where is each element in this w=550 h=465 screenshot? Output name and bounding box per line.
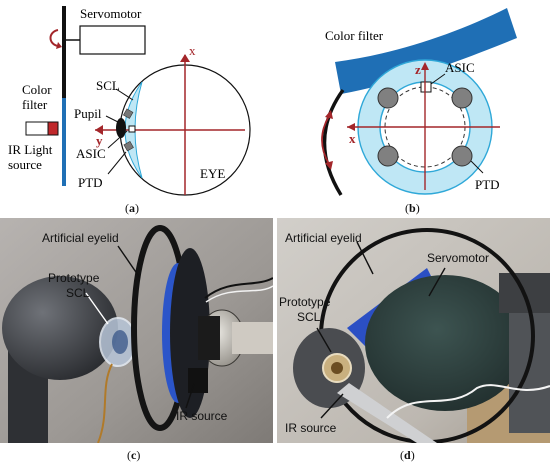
- ptd-sensor-tr: [451, 87, 473, 109]
- caption-a-open: (: [125, 201, 129, 215]
- servomotor-disk: [365, 275, 525, 411]
- eye-label: EYE: [200, 166, 225, 181]
- panel-a-diagram: Servomotor Color filter IR Light source …: [8, 6, 251, 196]
- ptd-label: PTD: [475, 177, 500, 192]
- color-filter-label-1: Color: [22, 82, 52, 97]
- ir-source-mount: [188, 368, 208, 393]
- panel-b-diagram: Color filter z x ASIC PTD: [321, 8, 517, 196]
- rotation-arrow-icon: [49, 29, 59, 47]
- axis-x-label: x: [349, 131, 356, 146]
- prototype-label-2: SCL: [297, 310, 321, 324]
- color-filter-band: [335, 8, 517, 94]
- prototype-label-1: Prototype: [279, 295, 331, 309]
- ptd-label: PTD: [78, 175, 103, 190]
- scl-label: SCL: [96, 78, 120, 93]
- caption-a: (a): [125, 201, 139, 215]
- caption-d-close: ): [410, 448, 415, 462]
- caption-c-open: (: [127, 448, 131, 462]
- axis-z-label: z: [415, 62, 421, 77]
- caption-b-letter: b: [409, 201, 416, 215]
- color-filter-label: Color filter: [325, 28, 384, 43]
- caption-d-open: (: [400, 448, 404, 462]
- ir-light-label-2: source: [8, 157, 42, 172]
- axis-y-label: y: [96, 133, 103, 148]
- rotation-arrow-icon: [321, 115, 330, 165]
- caption-d: (d): [400, 448, 415, 462]
- ptd-sensor-br: [451, 145, 473, 167]
- ptd-sensor-tl: [377, 87, 399, 109]
- metal-rod: [337, 383, 437, 443]
- ir-source-emitter: [47, 121, 59, 136]
- caption-a-close: ): [135, 201, 139, 215]
- ir-source-label: IR source: [176, 409, 228, 423]
- pupil-label: Pupil: [74, 106, 102, 121]
- prototype-label-2: SCL: [66, 286, 90, 300]
- artificial-eyelid-label: Artificial eyelid: [285, 231, 362, 245]
- axis-x-label: x: [189, 43, 196, 58]
- prototype-label-1: Prototype: [48, 271, 100, 285]
- caption-c: (c): [127, 448, 140, 462]
- ir-source-box: [25, 121, 49, 136]
- servomotor-label: Servomotor: [427, 251, 489, 265]
- filter-edge-arc: [322, 88, 345, 196]
- ptd-sensor-bl: [377, 145, 399, 167]
- caption-b: (b): [405, 201, 420, 215]
- caption-b-open: (: [405, 201, 409, 215]
- caption-c-letter: c: [131, 448, 137, 462]
- ir-light-label-1: IR Light: [8, 142, 53, 157]
- photo-d: Artificial eyelid Servomotor Prototype S…: [277, 218, 550, 443]
- caption-b-close: ): [415, 201, 420, 215]
- asic-chip: [420, 81, 432, 93]
- color-filter-bar: [62, 98, 66, 186]
- asic-label: ASIC: [76, 146, 106, 161]
- asic-chip: [128, 125, 136, 133]
- servomotor-label: Servomotor: [80, 6, 142, 21]
- ptd-sensor-top: [122, 108, 134, 119]
- photo-c: Artificial eyelid Prototype SCL IR sourc…: [0, 218, 273, 443]
- artificial-eyelid-label: Artificial eyelid: [42, 231, 119, 245]
- eye-model-head: [2, 276, 118, 380]
- asic-label: ASIC: [445, 60, 475, 75]
- ir-source-label: IR source: [285, 421, 337, 435]
- color-filter-label-2: filter: [22, 97, 48, 112]
- pupil-shape: [116, 118, 126, 138]
- caption-d-letter: d: [404, 448, 411, 462]
- caption-a-letter: a: [129, 201, 135, 215]
- servomotor-shaft: [62, 6, 66, 98]
- caption-c-close: ): [136, 448, 141, 462]
- ptd-sensor-bottom: [123, 140, 134, 152]
- servomotor-box: [79, 25, 146, 55]
